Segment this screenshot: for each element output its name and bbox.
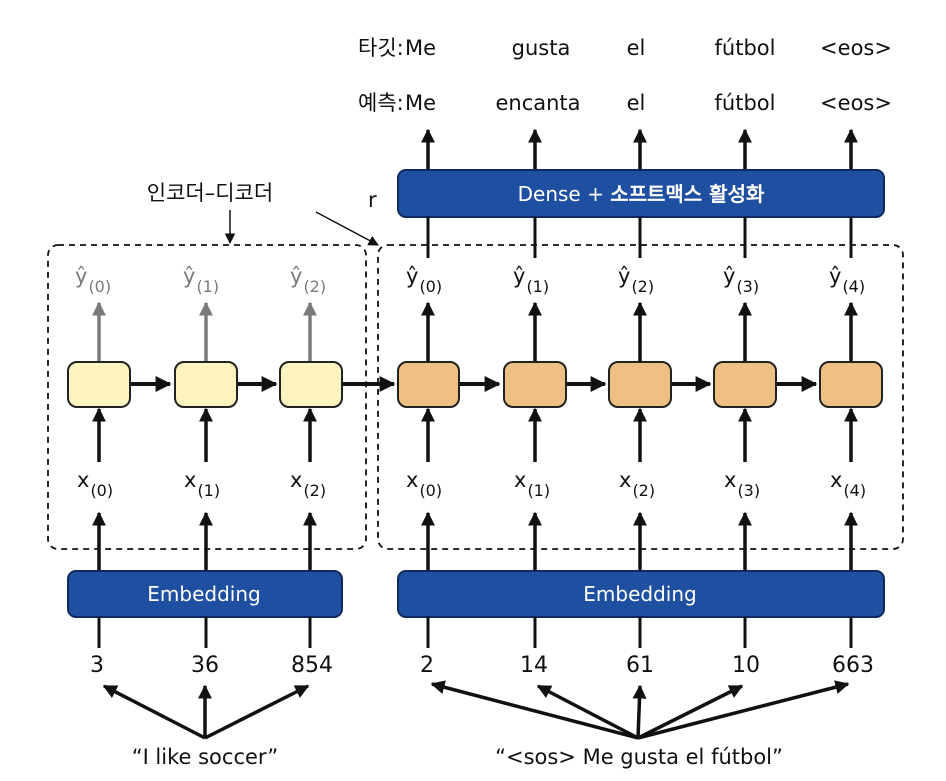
arrow-icon [204,684,310,740]
decoder-cell [713,361,777,408]
prediction-token: fútbol [715,91,776,115]
dense-softmax-layer: Dense + 소프트맥스 활성화 [397,169,885,218]
encoder-output-label: ŷ(0) [75,264,111,296]
encoder-output-label: ŷ(1) [183,264,219,296]
decoder-output-arrows [421,301,858,362]
token-id: 36 [191,653,219,678]
encoder-cells [67,361,343,408]
target-token: <eos> [820,36,892,60]
decoder-cells [397,361,883,408]
decoder-inputs: x(0) x(1) x(2) x(3) x(4) [406,468,866,500]
decoder-input-label: x(1) [514,468,550,500]
encoder-token-ids: 3 36 854 [90,653,333,678]
arrow-icon [536,684,639,740]
prediction-label: 예측: [358,91,404,115]
embedding-label: Embedding [583,582,696,606]
decoder-input-label: x(2) [619,468,655,500]
encoder-inputs: x(0) x(1) x(2) [77,468,326,500]
encoder-cell [279,361,343,408]
embedding-output-arrows [92,511,858,571]
encoder-output-arrows [92,301,317,362]
decoder-embedding-layer: Embedding [397,570,885,618]
decoder-outputs: ŷ(0) ŷ(1) ŷ(2) ŷ(3) ŷ(4) [406,264,865,296]
decoder-cell [819,361,883,408]
prediction-token: <eos> [820,91,892,115]
encoder-decoder-annotation: 인코더–디코더 [147,181,273,205]
dense-output-arrows [421,128,858,170]
decoder-cell [608,361,672,408]
token-id: 3 [90,653,104,678]
arrow-icon [637,680,850,740]
prediction-row: 예측: Me encanta el fútbol <eos> [358,91,892,115]
decoder-input-sentence: “<sos> Me gusta el fútbol” [495,745,783,769]
decoder-cell [397,361,460,408]
target-row: 타깃: Me gusta el fútbol <eos> [358,36,892,60]
decoder-output-label: ŷ(2) [618,264,654,296]
encoder-cell [67,361,131,408]
decoder-output-label: ŷ(4) [829,264,865,296]
token-id: 61 [626,653,654,678]
decoder-to-dense-lines [426,217,853,258]
token-id: 14 [520,653,548,678]
prediction-token: el [627,91,646,115]
input-to-cell-arrows [92,407,858,462]
target-label: 타깃: [358,36,404,60]
encoder-outputs: ŷ(0) ŷ(1) ŷ(2) [75,264,326,296]
token-id: 663 [832,653,874,678]
target-token: el [627,36,646,60]
target-token: gusta [512,36,571,60]
arrow-icon [102,684,206,740]
token-id: 854 [291,653,333,678]
encoder-fanout-arrows [102,684,310,740]
encoder-input-label: x(0) [77,468,113,500]
source-sentence: “I like soccer” [132,745,279,769]
decoder-token-ids: 2 14 61 10 663 [420,653,874,678]
embedding-label: Embedding [147,582,260,606]
target-token: Me [405,36,436,60]
encoder-output-label: ŷ(2) [290,264,326,296]
id-to-embedding-lines [97,617,853,648]
decoder-input-label: x(3) [724,468,760,500]
token-id: 10 [732,653,760,678]
decoder-fanout-arrows [430,680,850,740]
arrow-up-icon [632,684,647,739]
decoder-output-label: ŷ(1) [513,264,549,296]
encoder-input-label: x(2) [290,468,326,500]
encoder-input-label: x(1) [184,468,220,500]
context-annotation: r [368,188,377,212]
encoder-embedding-layer: Embedding [67,570,343,618]
prediction-token: Me [405,91,436,115]
decoder-input-label: x(4) [830,468,866,500]
dense-layer-label: Dense + 소프트맥스 활성화 [518,182,765,206]
decoder-output-label: ŷ(3) [723,264,759,296]
annotation-arrow-icon [315,211,379,246]
encoder-cell [174,361,238,408]
arrow-icon [430,680,639,740]
decoder-cell [503,361,567,408]
token-id: 2 [420,653,434,678]
target-token: fútbol [715,36,776,60]
prediction-token: encanta [495,91,580,115]
decoder-output-label: ŷ(0) [406,264,442,296]
decoder-input-label: x(0) [406,468,442,500]
arrow-icon [637,684,744,740]
